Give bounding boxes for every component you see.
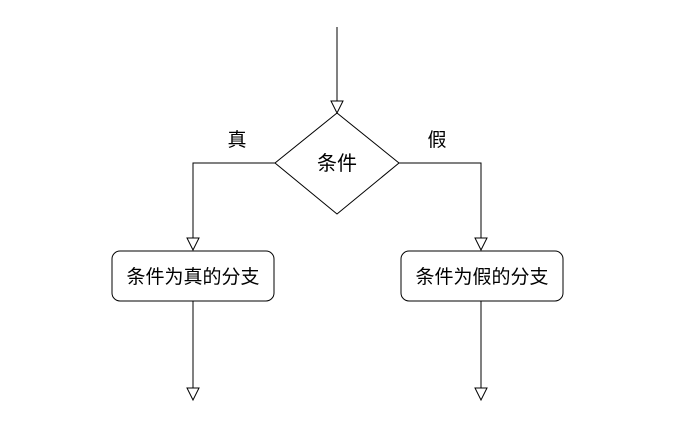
decision-diamond [274, 112, 400, 215]
true-branch-outgoing-arrowhead [186, 387, 200, 402]
false-branch-connector [399, 162, 482, 238]
false-branch-box-label: 条件为假的分支 [415, 266, 548, 288]
false-branch-label: 假 [427, 129, 446, 151]
false-branch-outgoing-arrowhead [474, 387, 488, 402]
incoming-arrowhead [330, 100, 344, 115]
true-branch-arrowhead [186, 237, 200, 252]
decision-label: 条件 [317, 151, 357, 175]
false-branch-arrowhead [474, 237, 488, 252]
true-branch-box-label: 条件为真的分支 [126, 266, 259, 288]
true-branch-connector [192, 162, 275, 238]
true-branch-label: 真 [227, 129, 246, 151]
false-branch-box [400, 250, 564, 302]
